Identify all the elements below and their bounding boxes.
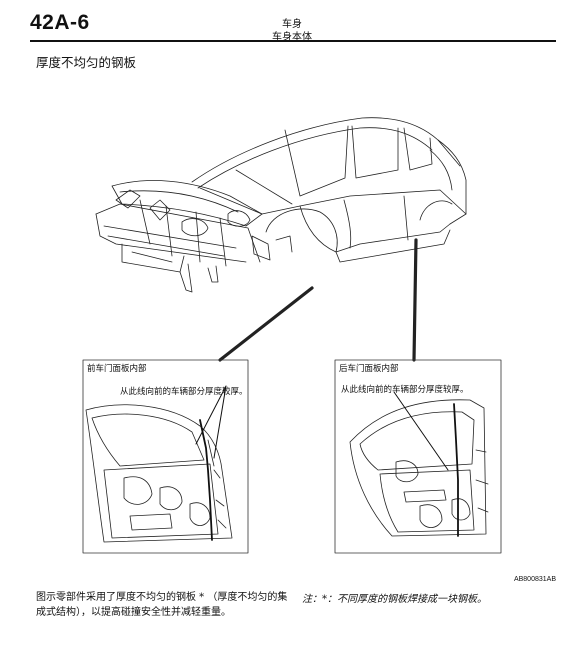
front-leader-line xyxy=(218,286,314,362)
rear-door-inner-panel xyxy=(349,399,489,537)
front-door-callout: 从此线向前的车辆部分厚度较厚。 xyxy=(120,387,248,397)
front-door-box-title: 前车门面板内部 xyxy=(87,364,147,374)
rear-leader-line xyxy=(412,238,418,362)
rear-door-callout: 从此线向前的车辆部分厚度较厚。 xyxy=(341,385,469,395)
rear-weld-line xyxy=(453,403,459,537)
rear-door-detail-box xyxy=(334,359,502,554)
header-rule xyxy=(30,40,556,42)
figure-code: AB800831AB xyxy=(513,576,556,583)
front-weld-line xyxy=(199,419,213,541)
figure-caption: 图示零部件采用了厚度不均匀的钢板 * （厚度不均匀的集成式结构），以提高碰撞安全… xyxy=(36,592,288,618)
car-body-shell xyxy=(95,117,467,293)
footnote: 注：*：不同厚度的钢板焊接成一块钢板。 xyxy=(302,594,487,605)
page-title: 厚度不均匀的钢板 xyxy=(36,55,137,70)
front-callout-arrows xyxy=(195,385,227,459)
section-number: 42A-6 xyxy=(30,11,90,34)
rear-door-box-title: 后车门面板内部 xyxy=(339,364,399,374)
front-door-detail-box xyxy=(82,359,249,554)
chapter-title: 车身 xyxy=(282,19,302,30)
front-door-inner-panel xyxy=(85,404,233,543)
rear-callout-arrow xyxy=(393,391,449,471)
subchapter-title: 车身本体 xyxy=(272,32,312,43)
